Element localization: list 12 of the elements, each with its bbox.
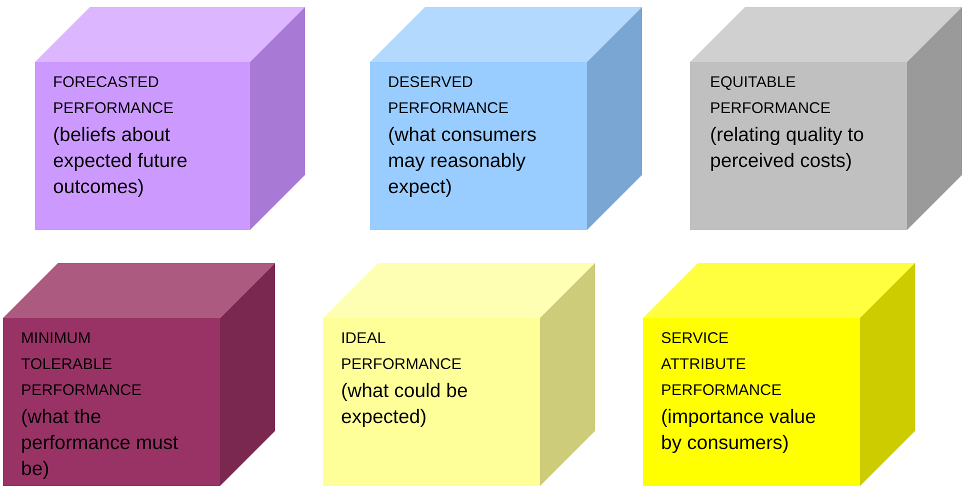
cube-heading: FORECASTED PERFORMANCE bbox=[53, 73, 175, 119]
cube-description: (what the performance must be) bbox=[21, 405, 180, 482]
cube-heading: SERVICE ATTRIBUTE PERFORMANCE bbox=[661, 329, 783, 401]
cube-description: (relating quality to perceived costs) bbox=[710, 123, 865, 174]
cube-heading: IDEAL PERFORMANCE bbox=[341, 329, 463, 375]
cube-heading: DESERVED PERFORMANCE bbox=[388, 73, 510, 119]
cube-description: (importance value by consumers) bbox=[661, 405, 817, 456]
cube-description: (what consumers may reasonably expect) bbox=[388, 123, 538, 200]
cube-description: (what could be expected) bbox=[341, 379, 469, 430]
cube-heading: MINIMUM TOLERABLE PERFORMANCE bbox=[21, 329, 143, 401]
cube-description: (beliefs about expected future outcomes) bbox=[53, 123, 188, 200]
cube-heading: EQUITABLE PERFORMANCE bbox=[710, 73, 832, 119]
